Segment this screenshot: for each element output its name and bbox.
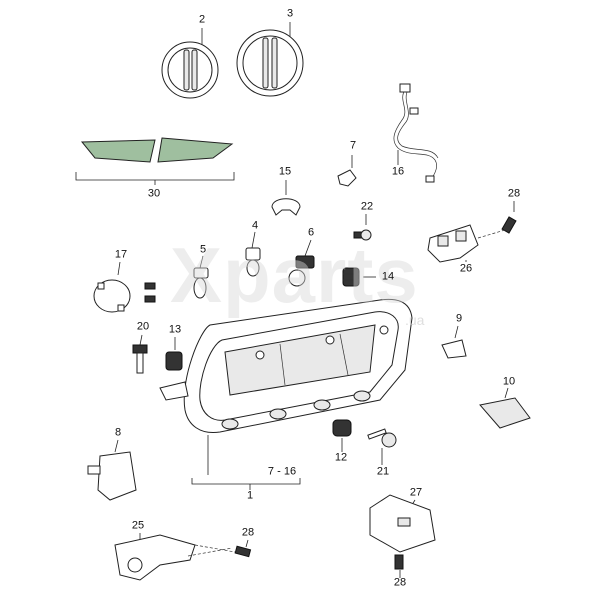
part-17-cap-with-screws[interactable] [93,261,156,313]
label-part-7: 7 [349,139,357,152]
label-part-17: 17 [114,248,128,261]
label-part-21: 21 [376,465,390,478]
part-6-bulb[interactable] [288,239,315,287]
label-part-20: 20 [136,320,150,333]
part-12-grommet[interactable] [332,419,352,452]
part-28-screw-top[interactable] [501,201,517,234]
part-22-screw[interactable] [353,214,372,241]
label-part-22: 22 [360,200,374,213]
part-7-elbow-connector[interactable] [337,155,357,187]
part-28-screw-lower[interactable] [234,539,252,558]
label-part-3: 3 [286,7,294,20]
watermark-domain: .ua [405,312,425,328]
label-part-1: 1 [246,489,254,502]
label-part-26: 26 [459,262,473,275]
part-25-lower-bracket[interactable] [114,533,236,581]
part-28-screw-bottom[interactable] [394,554,404,578]
label-part-28-top: 28 [507,187,521,200]
part-1-headlight-housing[interactable] [159,298,413,490]
part-3-cover-cap[interactable] [236,22,304,97]
label-part-27: 27 [409,486,423,499]
part-27-mounting-plate[interactable] [369,494,436,553]
part-13-grommet[interactable] [165,337,183,371]
part-26-mounting-bracket[interactable] [427,224,506,263]
label-part-13: 13 [168,323,182,336]
label-part-10: 10 [502,375,516,388]
part-14-grommet[interactable] [342,267,376,287]
label-part-14: 14 [381,270,395,283]
part-16-wiring-harness[interactable] [393,83,439,183]
part-21-bolt[interactable] [367,428,397,465]
label-range-7-16: 7 - 16 [267,465,297,478]
label-part-16: 16 [391,165,405,178]
part-5-bulb[interactable] [193,255,209,299]
label-part-15: 15 [278,165,292,178]
label-part-12: 12 [334,451,348,464]
label-part-5: 5 [199,243,207,256]
part-30-lens-set[interactable] [75,137,235,185]
part-9-clip[interactable] [441,325,467,359]
label-part-30: 30 [147,187,161,200]
part-2-cover-cap[interactable] [161,28,219,99]
label-part-28-bottom: 28 [393,576,407,589]
part-10-cover[interactable] [479,387,531,429]
part-20-bolt[interactable] [132,334,148,374]
label-part-6: 6 [307,226,315,239]
watermark-logo: Xparts [170,231,419,319]
label-part-2: 2 [198,13,206,26]
part-4-bulb[interactable] [245,231,261,277]
label-part-4: 4 [251,219,259,232]
part-15-retaining-clip[interactable] [271,180,301,216]
part-8-adjuster-motor[interactable] [87,439,137,501]
label-part-9: 9 [455,312,463,325]
label-part-8: 8 [114,426,122,439]
label-part-25: 25 [131,519,145,532]
label-part-28-lower: 28 [241,526,255,539]
